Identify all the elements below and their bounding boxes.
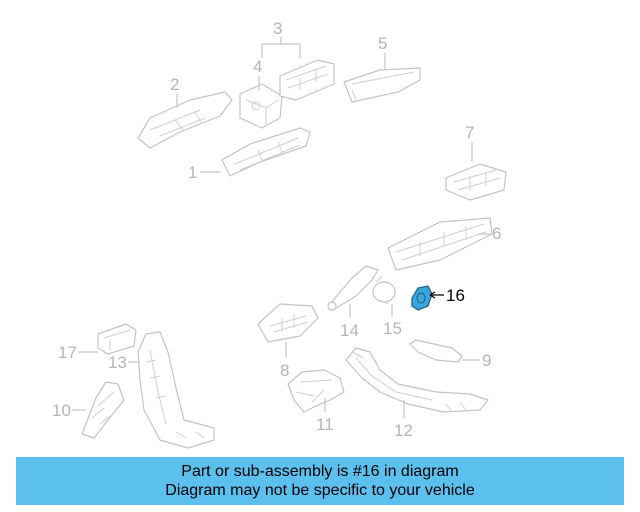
callout-3: 3: [261, 19, 301, 58]
callout-8: 8: [280, 342, 289, 380]
parts-diagram: 3 2 4 5 1: [52, 19, 507, 449]
part-8[interactable]: [257, 303, 319, 343]
svg-text:5: 5: [378, 34, 387, 53]
svg-text:14: 14: [340, 321, 359, 340]
part-5[interactable]: [343, 67, 421, 103]
svg-text:15: 15: [383, 319, 402, 338]
part-13[interactable]: [137, 331, 215, 449]
callout-13: 13: [108, 353, 140, 372]
callout-14: 14: [340, 304, 359, 340]
info-banner: Part or sub-assembly is #16 in diagram D…: [16, 457, 624, 505]
part-10[interactable]: [81, 381, 125, 439]
part-3[interactable]: [279, 59, 335, 101]
part-4[interactable]: [239, 83, 283, 129]
svg-text:10: 10: [52, 401, 71, 420]
svg-text:8: 8: [280, 361, 289, 380]
callout-9: 9: [462, 351, 491, 370]
part-2[interactable]: [137, 91, 233, 149]
svg-text:13: 13: [108, 353, 127, 372]
callout-4: 4: [253, 57, 262, 90]
svg-text:12: 12: [394, 421, 413, 440]
part-16[interactable]: [411, 285, 433, 311]
svg-text:11: 11: [316, 415, 334, 434]
svg-text:16: 16: [446, 286, 465, 305]
callout-6: 6: [478, 224, 501, 243]
svg-text:17: 17: [58, 343, 77, 362]
svg-text:7: 7: [465, 123, 474, 142]
part-7[interactable]: [445, 163, 507, 201]
svg-text:1: 1: [188, 163, 197, 182]
svg-text:2: 2: [170, 75, 179, 94]
part-14[interactable]: [327, 265, 379, 311]
part-17[interactable]: [97, 323, 137, 355]
callout-17: 17: [58, 343, 98, 362]
callout-15: 15: [383, 304, 402, 338]
svg-text:3: 3: [273, 19, 282, 38]
part-6[interactable]: [387, 217, 493, 271]
callout-1: 1: [188, 163, 220, 182]
callout-5: 5: [378, 34, 387, 70]
banner-line-disclaimer: Diagram may not be specific to your vehi…: [165, 482, 475, 499]
callout-7: 7: [465, 123, 474, 162]
svg-text:4: 4: [253, 57, 262, 76]
callout-2: 2: [170, 75, 179, 108]
part-11[interactable]: [287, 369, 345, 413]
part-1[interactable]: [221, 127, 311, 177]
callout-12: 12: [394, 400, 413, 440]
part-9[interactable]: [409, 339, 463, 363]
callout-16: 16: [429, 286, 465, 305]
callout-10: 10: [52, 401, 86, 420]
svg-text:6: 6: [492, 224, 501, 243]
svg-text:9: 9: [482, 351, 491, 370]
banner-line-part: Part or sub-assembly is #16 in diagram: [181, 463, 459, 480]
part-12[interactable]: [345, 347, 489, 413]
callout-11: 11: [316, 398, 334, 434]
part-15[interactable]: [372, 275, 396, 305]
